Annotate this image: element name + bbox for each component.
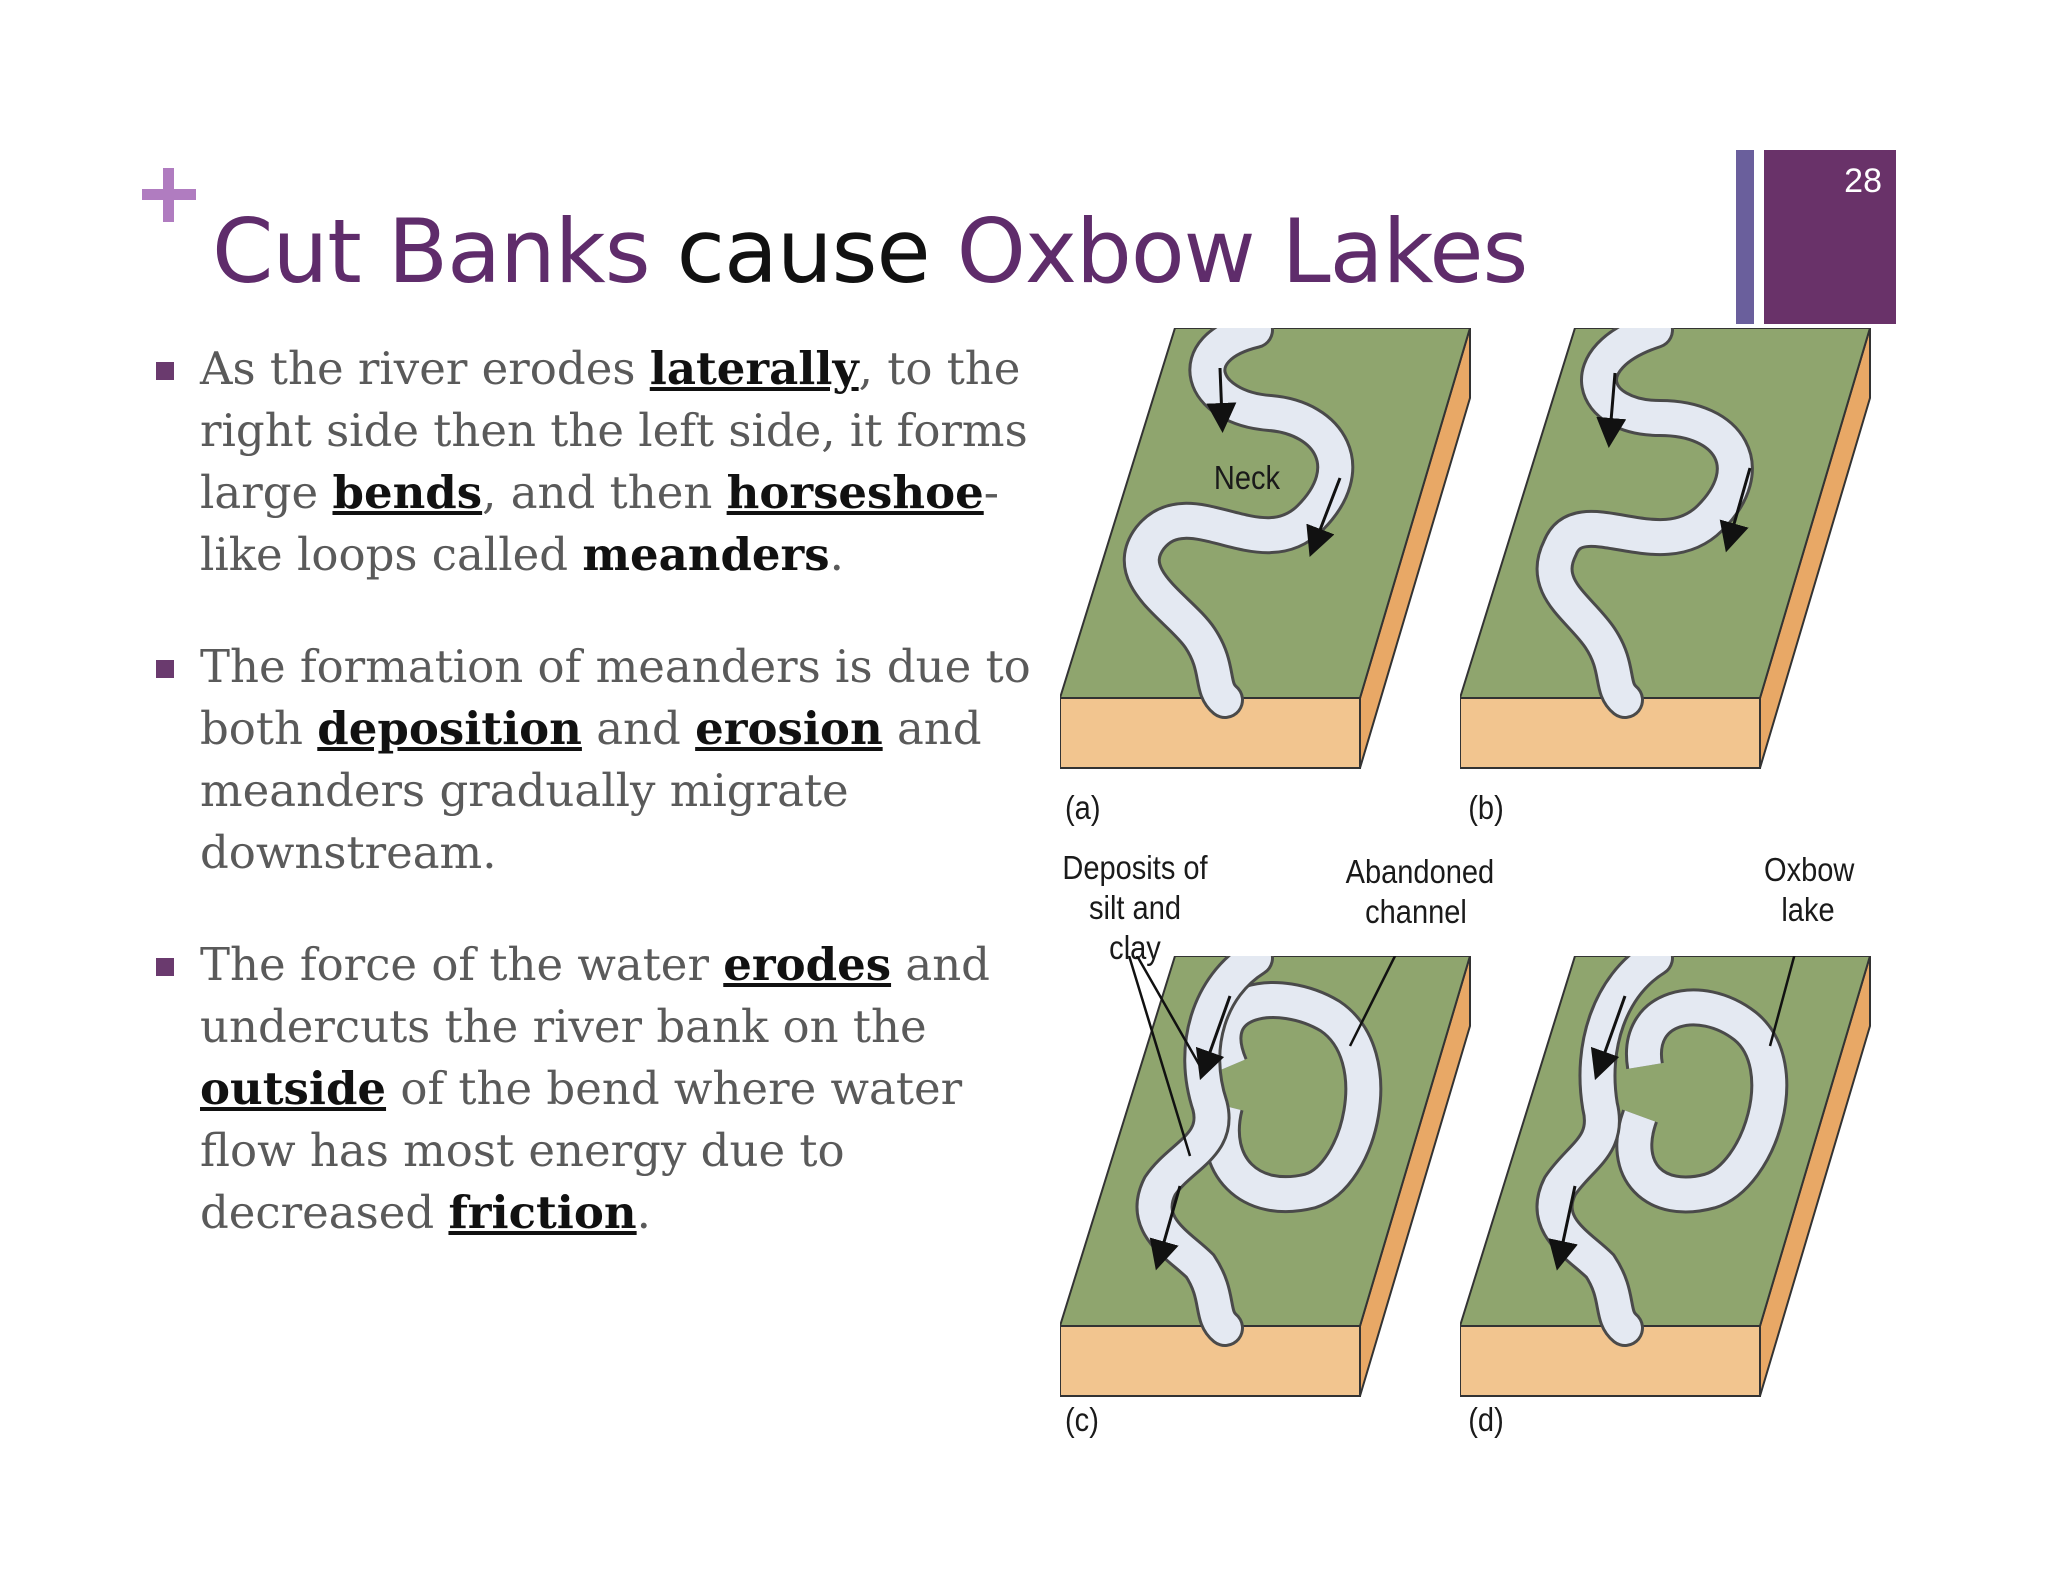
keyword-erodes: erodes: [723, 938, 892, 991]
title-part-3: Oxbow Lakes: [956, 200, 1529, 303]
label-oxbow-line-2: lake: [1781, 891, 1835, 928]
keyword-outside: outside: [200, 1062, 387, 1115]
meander-diagram: Neck (a) (b) Deposits of silt and clay A…: [1040, 320, 1910, 1460]
keyword-erosion: erosion: [695, 702, 883, 755]
bullet-square-icon: [156, 362, 174, 380]
label-deposits-line-2: silt and clay: [1088, 889, 1182, 966]
slide-number-box: 28: [1764, 150, 1896, 324]
panel-c-block-illustration: [1060, 956, 1472, 1397]
keyword-bends: bends: [332, 466, 483, 519]
title-part-1: Cut Banks: [212, 200, 651, 303]
panel-d-block-illustration: [1460, 956, 1872, 1397]
bullet-text: , to the right side then the left side, …: [200, 342, 1028, 519]
label-oxbow-line-1: Oxbow: [1764, 851, 1855, 888]
label-panel-b: (b): [1468, 789, 1504, 826]
title-part-2: cause: [676, 200, 931, 303]
bullet-text: As the river erodes: [200, 342, 650, 395]
label-panel-c: (c): [1065, 1401, 1099, 1438]
panel-b-block-illustration: [1460, 328, 1872, 769]
keyword-deposition: deposition: [317, 702, 582, 755]
keyword-friction: friction: [448, 1186, 637, 1239]
label-panel-d: (d): [1468, 1401, 1504, 1438]
label-neck: Neck: [1213, 459, 1281, 496]
panel-a-block-illustration: [1060, 328, 1472, 769]
accent-stripe: [1736, 150, 1754, 324]
label-deposits: Deposits of silt and clay: [1060, 848, 1210, 968]
label-abandoned-line-1: Abandoned: [1345, 853, 1495, 890]
bullet-text: The formation of meanders is due to both: [200, 640, 1031, 755]
bullet-square-icon: [156, 660, 174, 678]
bullet-text: and undercuts the river bank on the: [200, 938, 990, 1053]
bullet-item-1: As the river erodes laterally, to the ri…: [152, 338, 1032, 586]
bullet-item-2: The formation of meanders is due to both…: [152, 636, 1032, 884]
keyword-meanders: meanders: [582, 528, 830, 581]
plus-icon: [142, 168, 196, 222]
slide-number: 28: [1844, 162, 1882, 200]
bullet-square-icon: [156, 958, 174, 976]
bullet-text: -like loops called: [200, 466, 999, 581]
slide-title: Cut Banks cause Oxbow Lakes: [212, 208, 1528, 296]
keyword-laterally: laterally: [649, 342, 859, 395]
bullet-list: As the river erodes laterally, to the ri…: [152, 338, 1032, 1244]
bullet-text: , and then: [482, 466, 727, 519]
bullet-text: and: [581, 702, 696, 755]
bullet-text: of the bend where water flow has most en…: [200, 1062, 963, 1239]
bullet-text: and meanders gradually migrate downstrea…: [200, 702, 982, 879]
label-abandoned-line-2: channel: [1365, 893, 1467, 930]
label-deposits-line-1: Deposits of: [1062, 849, 1208, 886]
bullet-item-3: The force of the water erodes and underc…: [152, 934, 1032, 1244]
keyword-horseshoe: horseshoe: [726, 466, 984, 519]
label-abandoned-channel: Abandoned channel: [1345, 852, 1495, 932]
bullet-text: .: [636, 1186, 651, 1239]
label-oxbow-lake: Oxbow lake: [1764, 850, 1855, 930]
bullet-text: The force of the water: [200, 938, 724, 991]
bullet-text: .: [829, 528, 844, 581]
label-panel-a: (a): [1065, 789, 1101, 826]
